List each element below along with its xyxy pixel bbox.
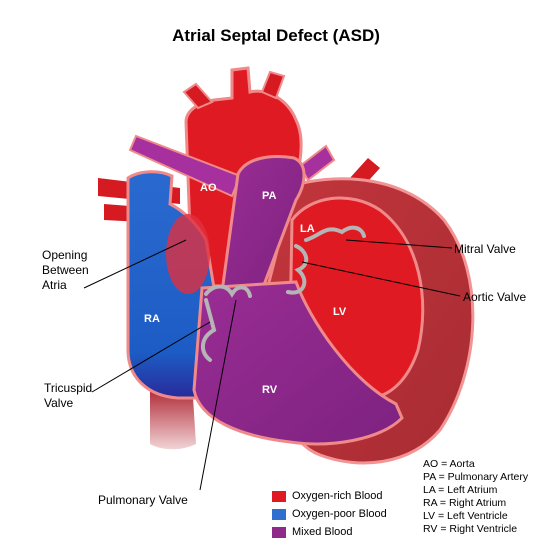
- diagram-title: Atrial Septal Defect (ASD): [172, 26, 380, 45]
- legend-item-oxygen-poor: Oxygen-poor Blood: [272, 505, 387, 523]
- chamber-label-rv: RV: [262, 384, 278, 396]
- chamber-label-la: LA: [300, 223, 315, 235]
- opening-between-atria-label: Opening Between Atria: [42, 248, 89, 293]
- aortic-valve-line: [286, 244, 309, 295]
- abbreviation-item: LV = Left Ventricle: [423, 510, 508, 522]
- legend-item-mixed: Mixed Blood: [272, 523, 387, 541]
- chamber-label-lv: LV: [333, 306, 347, 318]
- legend-label-mixed: Mixed Blood: [292, 526, 353, 538]
- right-ventricle-vessel: [192, 280, 404, 446]
- chamber-label-pa: PA: [262, 190, 277, 202]
- abbreviation-item: LA = Left Atrium: [423, 484, 498, 496]
- pulmonary-valve-line: [204, 284, 252, 298]
- chamber-label-ra: RA: [144, 313, 160, 325]
- tricuspid-valve-label: Tricuspid Valve: [44, 381, 92, 411]
- opening-label-line3: Atria: [42, 278, 67, 292]
- mitral-valve-label: Mitral Valve: [454, 242, 516, 256]
- abbreviation-list: AO = Aorta PA = Pulmonary Artery LA = Le…: [423, 458, 528, 536]
- abbreviation-item: RV = Right Ventricle: [423, 523, 518, 535]
- opening-label-line1: Opening: [42, 248, 88, 262]
- abbreviation-item: RA = Right Atrium: [423, 497, 507, 509]
- legend: Oxygen-rich Blood Oxygen-poor Blood Mixe…: [272, 487, 387, 541]
- abbreviation-item: AO = Aorta: [423, 458, 475, 470]
- chamber-label-ao: AO: [200, 182, 217, 194]
- legend-label-oxygen-rich: Oxygen-rich Blood: [292, 490, 383, 502]
- legend-item-oxygen-rich: Oxygen-rich Blood: [272, 487, 387, 505]
- atrial-opening-bleed: [166, 214, 210, 294]
- aortic-valve-label: Aortic Valve: [463, 290, 527, 304]
- tricuspid-label-line1: Tricuspid: [44, 381, 93, 395]
- abbreviation-item: PA = Pulmonary Artery: [423, 471, 529, 483]
- tricuspid-valve-line: [201, 298, 217, 362]
- valves: [201, 225, 366, 362]
- pulmonary-artery-vessel: [220, 155, 306, 294]
- mitral-valve-line: [304, 225, 366, 242]
- legend-swatch-red: [272, 490, 286, 502]
- leader-lines: [83, 239, 461, 491]
- legend-swatch-blue: [272, 508, 286, 520]
- opening-label-line2: Between: [42, 263, 89, 277]
- tricuspid-label-line2: Valve: [44, 396, 74, 410]
- legend-swatch-purple: [272, 526, 286, 538]
- legend-label-oxygen-poor: Oxygen-poor Blood: [292, 508, 387, 520]
- pulmonary-valve-label: Pulmonary Valve: [98, 493, 188, 507]
